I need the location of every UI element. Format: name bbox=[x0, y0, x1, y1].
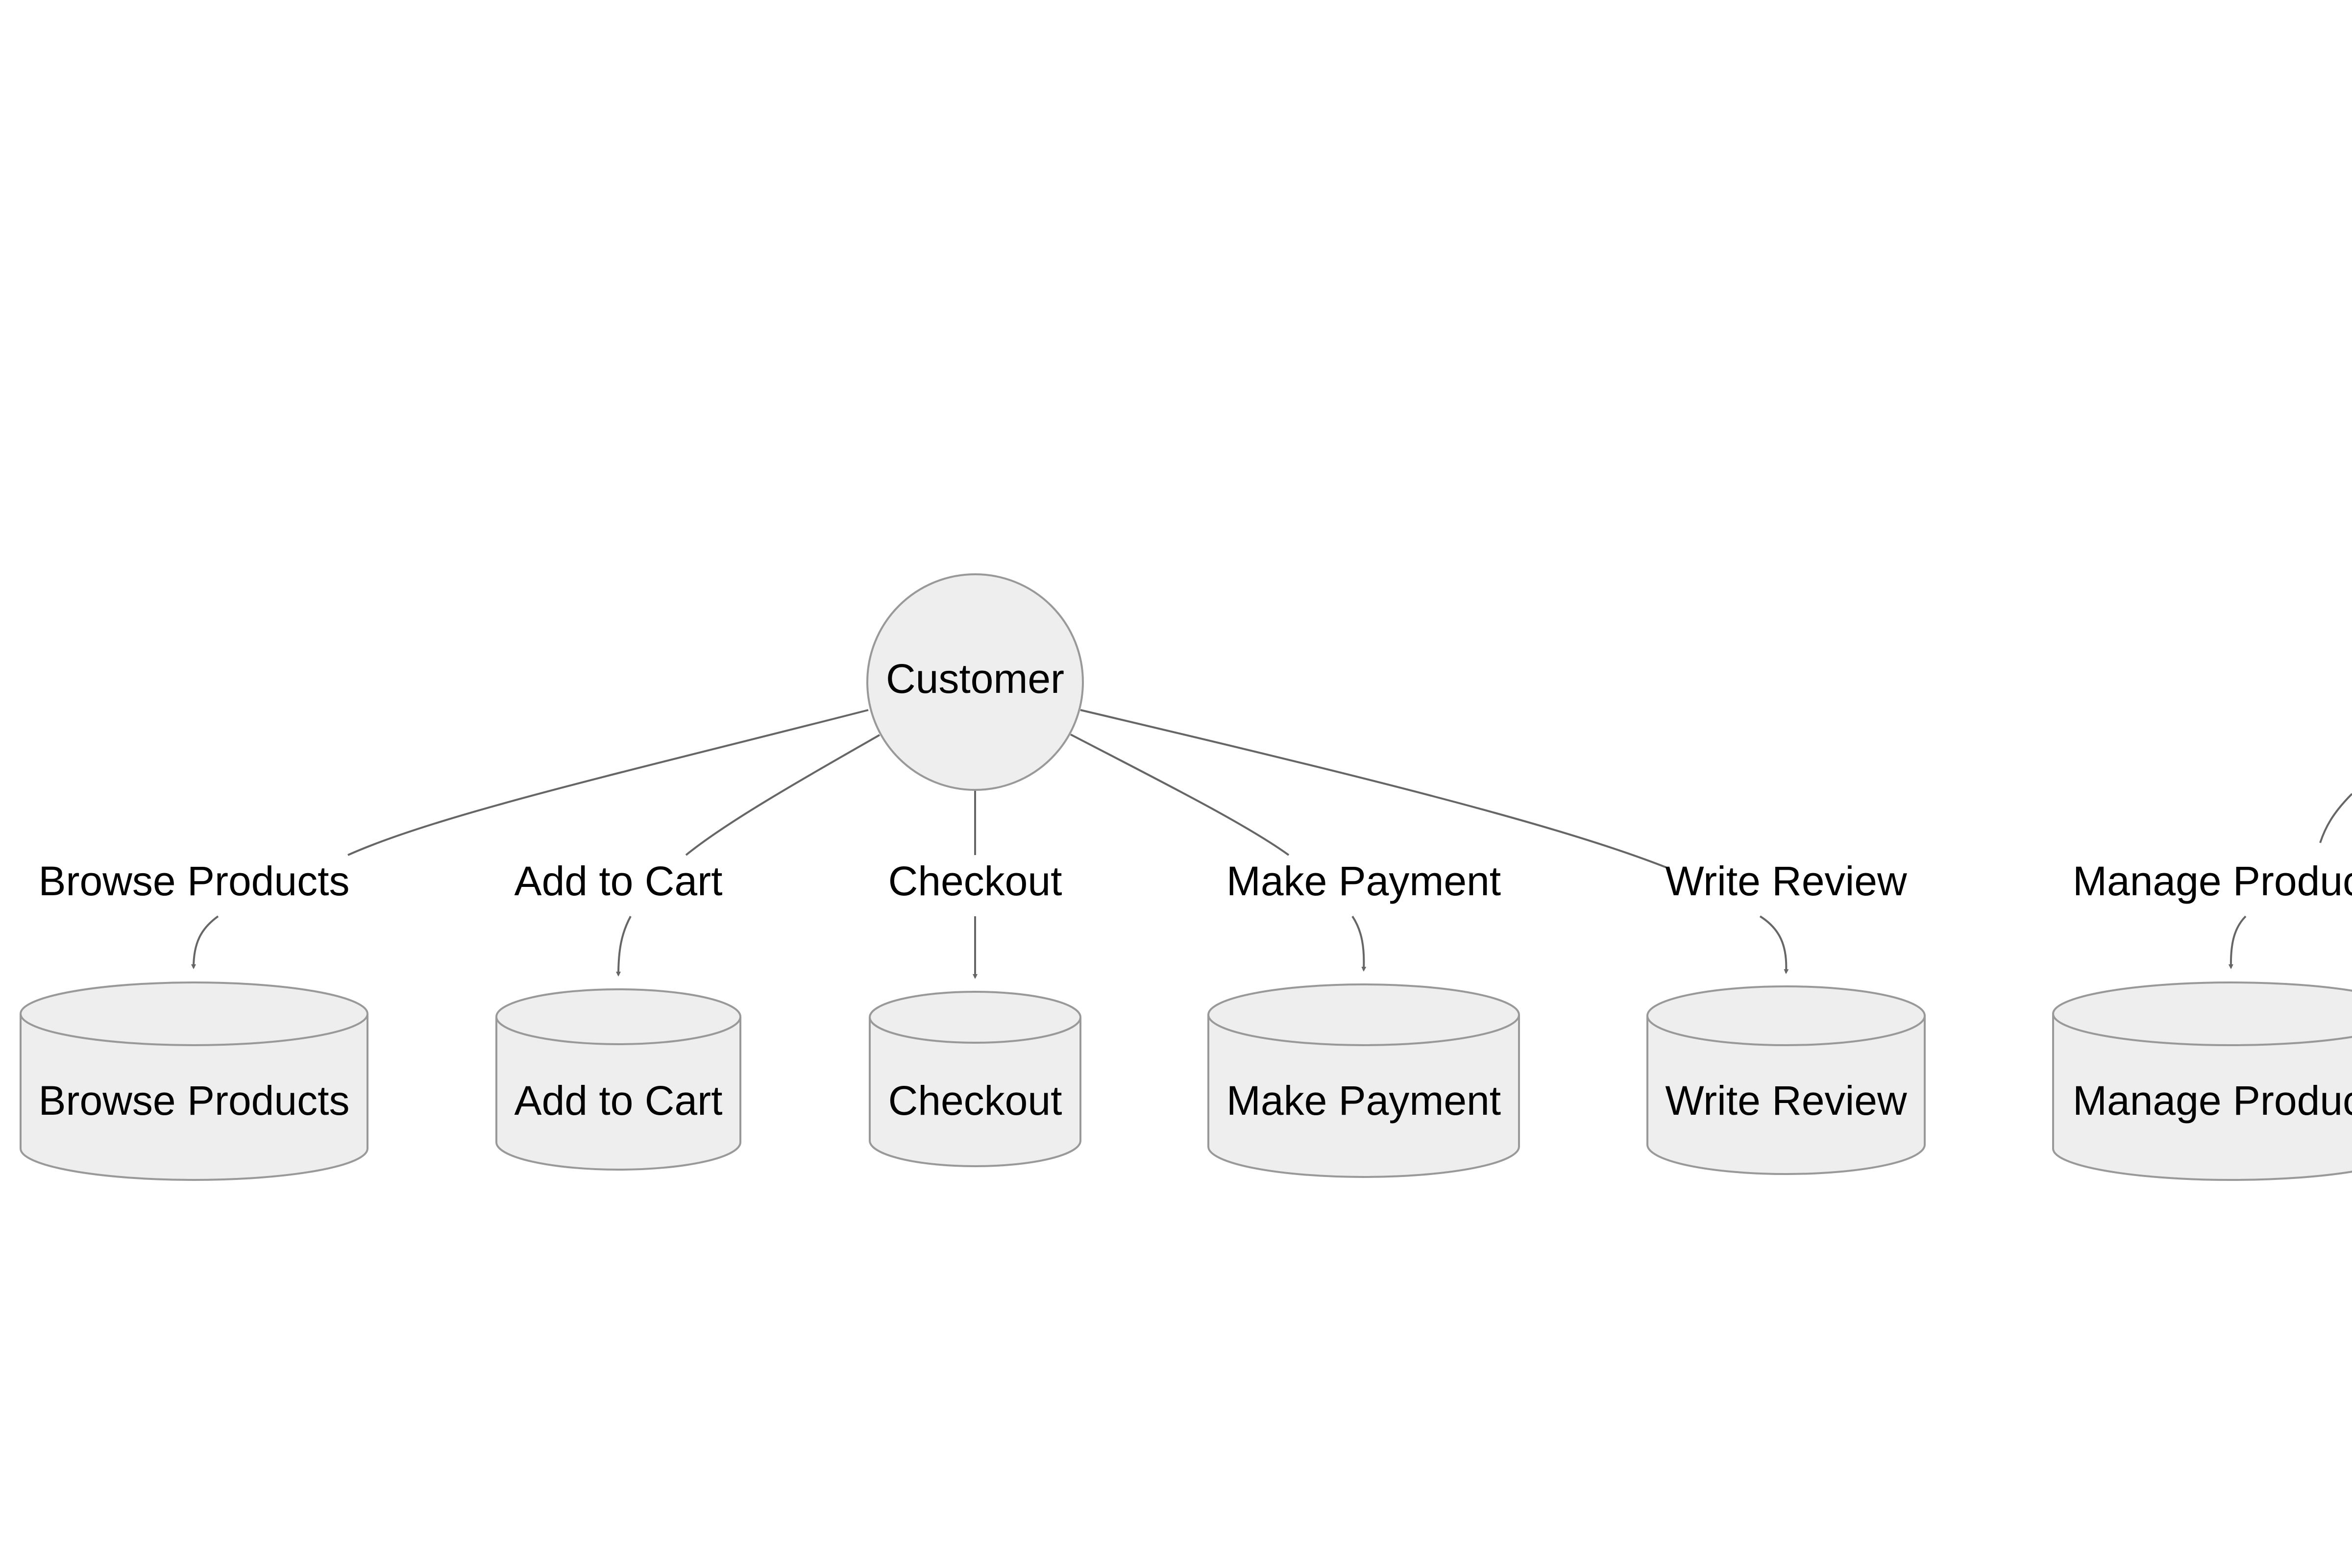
cylinder-top bbox=[495, 1016, 741, 1045]
node-label: Browse Products bbox=[39, 1078, 350, 1124]
node-add-to-cart[interactable]: Add to Cart bbox=[495, 988, 741, 1171]
edge-label-make-payment: Make Payment bbox=[1226, 858, 1501, 904]
node-label: Manage Products bbox=[2073, 1078, 2352, 1124]
node-write-review[interactable]: Write Review bbox=[1646, 985, 1926, 1175]
edge-line-browse-products bbox=[347, 709, 869, 856]
node-label: Make Payment bbox=[1226, 1078, 1501, 1124]
node-checkout[interactable]: Checkout bbox=[869, 991, 1081, 1167]
edge-line-add-to-cart bbox=[685, 734, 880, 856]
actor-edges bbox=[347, 709, 2352, 868]
cylinder-top bbox=[869, 1017, 1081, 1044]
actor-circle bbox=[866, 573, 1084, 791]
arrow-add-to-cart bbox=[616, 916, 632, 977]
node-browse-products[interactable]: Browse Products bbox=[20, 981, 368, 1181]
cylinder-body bbox=[495, 988, 741, 1171]
arrow-manage-products bbox=[2228, 915, 2247, 969]
edge-line-manage-products bbox=[2319, 793, 2352, 843]
cylinder-top bbox=[2052, 1013, 2352, 1046]
cylinder-body bbox=[20, 981, 368, 1181]
edge-labels: Browse Products Add to Cart Checkout Mak… bbox=[39, 858, 2352, 904]
edge-line-make-payment bbox=[1070, 734, 1290, 856]
edge-label-checkout: Checkout bbox=[888, 858, 1062, 904]
node-label: Write Review bbox=[1665, 1078, 1907, 1124]
node-label: Add to Cart bbox=[514, 1078, 723, 1124]
actor-label: Customer bbox=[886, 656, 1064, 702]
cylinder-body bbox=[1646, 985, 1926, 1175]
edge-label-browse-products: Browse Products bbox=[39, 858, 350, 904]
edge-label-manage-products: Manage Products bbox=[2073, 858, 2352, 904]
node-make-payment[interactable]: Make Payment bbox=[1207, 983, 1520, 1178]
cylinder-top bbox=[20, 1013, 368, 1046]
cylinder-body bbox=[869, 991, 1081, 1167]
edge-label-add-to-cart: Add to Cart bbox=[514, 858, 723, 904]
label-arrows bbox=[191, 915, 2247, 979]
edge-label-write-review: Write Review bbox=[1665, 858, 1907, 904]
actor-node[interactable]: Customer bbox=[866, 573, 1084, 791]
edge-line-write-review bbox=[1080, 709, 1666, 868]
arrow-make-payment bbox=[1351, 915, 1367, 972]
cylinder-body bbox=[2052, 981, 2352, 1181]
cylinder-top bbox=[1207, 1014, 1520, 1046]
arrow-browse-products bbox=[191, 915, 219, 969]
cylinder-top bbox=[1646, 1015, 1926, 1046]
node-label: Checkout bbox=[888, 1078, 1062, 1124]
node-manage-products[interactable]: Manage Products bbox=[2052, 981, 2352, 1181]
cylinder-body bbox=[1207, 983, 1520, 1178]
arrow-write-review bbox=[1759, 915, 1789, 974]
